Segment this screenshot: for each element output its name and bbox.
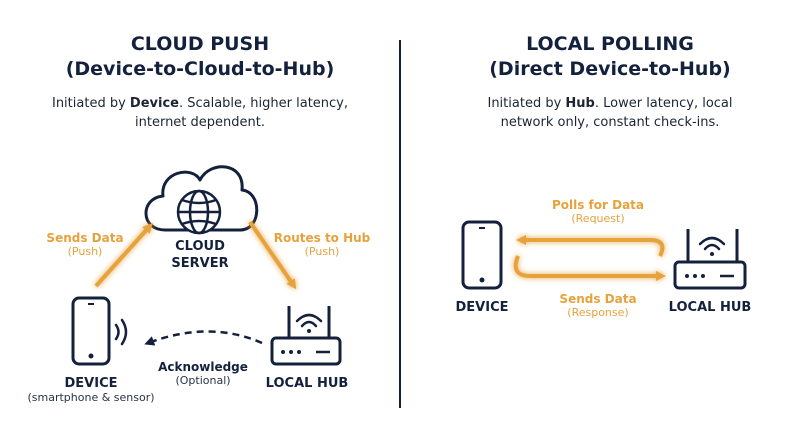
local-polling-title-line1: LOCAL POLLING <box>526 33 694 55</box>
local-hub-label: LOCAL HUB <box>668 300 752 315</box>
sends-data-title: Sends Data <box>46 231 124 245</box>
sends-response-sub: (Response) <box>567 306 629 319</box>
local-hub-label: LOCAL HUB <box>265 376 349 391</box>
desc-rest: . Lower latency, local <box>594 96 733 111</box>
desc-prefix: Initiated by <box>487 96 566 111</box>
sends-data-sub: (Push) <box>67 245 103 258</box>
polls-title: Polls for Data <box>551 198 645 212</box>
globe-icon <box>176 189 222 235</box>
cloud-push-description: Initiated by Device. Scalable, higher la… <box>20 94 380 132</box>
arrow-response-loop <box>513 255 666 281</box>
ack-title: Acknowledge <box>158 360 248 374</box>
sends-data-response-label: Sends Data (Response) <box>538 292 658 319</box>
smartphone-icon <box>461 220 503 290</box>
local-polling-description: Initiated by Hub. Lower latency, local n… <box>420 94 800 132</box>
desc-line2: internet dependent. <box>135 115 265 130</box>
arrow-acknowledge <box>144 330 263 346</box>
local-polling-title-line2: (Direct Device-to-Hub) <box>489 58 731 80</box>
desc-rest: . Scalable, higher latency, <box>178 96 349 111</box>
routes-to-hub-label: Routes to Hub (Push) <box>262 231 382 258</box>
arrow-polling-loop <box>516 235 665 257</box>
polls-sub: (Request) <box>571 212 625 225</box>
desc-bold: Device <box>129 96 179 111</box>
routes-title: Routes to Hub <box>273 231 371 245</box>
device-label: DEVICE <box>455 300 509 315</box>
polls-for-data-label: Polls for Data (Request) <box>538 198 658 225</box>
desc-bold: Hub <box>565 96 595 111</box>
sends-response-title: Sends Data <box>559 292 637 306</box>
ack-sub: (Optional) <box>175 374 231 387</box>
device-sub: (smartphone & sensor) <box>27 391 155 404</box>
cloud-label-2: SERVER <box>171 256 229 271</box>
router-icon <box>673 229 747 290</box>
desc-prefix: Initiated by <box>51 96 130 111</box>
cloud-push-title-line1: CLOUD PUSH <box>130 33 270 55</box>
device-label: DEVICE (smartphone & sensor) <box>16 376 166 404</box>
cloud-label-1: CLOUD <box>175 239 225 254</box>
sends-data-label: Sends Data (Push) <box>30 231 140 258</box>
routes-sub: (Push) <box>304 245 340 258</box>
arrow-sends-data <box>94 223 153 288</box>
wifi-icon <box>698 236 726 256</box>
device-title: DEVICE <box>64 376 118 391</box>
router-icon <box>270 306 342 366</box>
wifi-icon <box>295 313 323 333</box>
signal-waves-icon <box>114 318 128 346</box>
acknowledge-label: Acknowledge (Optional) <box>148 360 258 387</box>
local-polling-title: LOCAL POLLING (Direct Device-to-Hub) <box>440 32 780 82</box>
smartphone-icon <box>71 296 111 366</box>
cloud-push-title-line2: (Device-to-Cloud-to-Hub) <box>65 58 335 80</box>
arrow-routes-to-hub <box>248 220 297 290</box>
desc-line2: network only, constant check-ins. <box>500 115 720 130</box>
cloud-server-label: CLOUD SERVER <box>150 238 250 272</box>
cloud-push-title: CLOUD PUSH (Device-to-Cloud-to-Hub) <box>40 32 360 82</box>
